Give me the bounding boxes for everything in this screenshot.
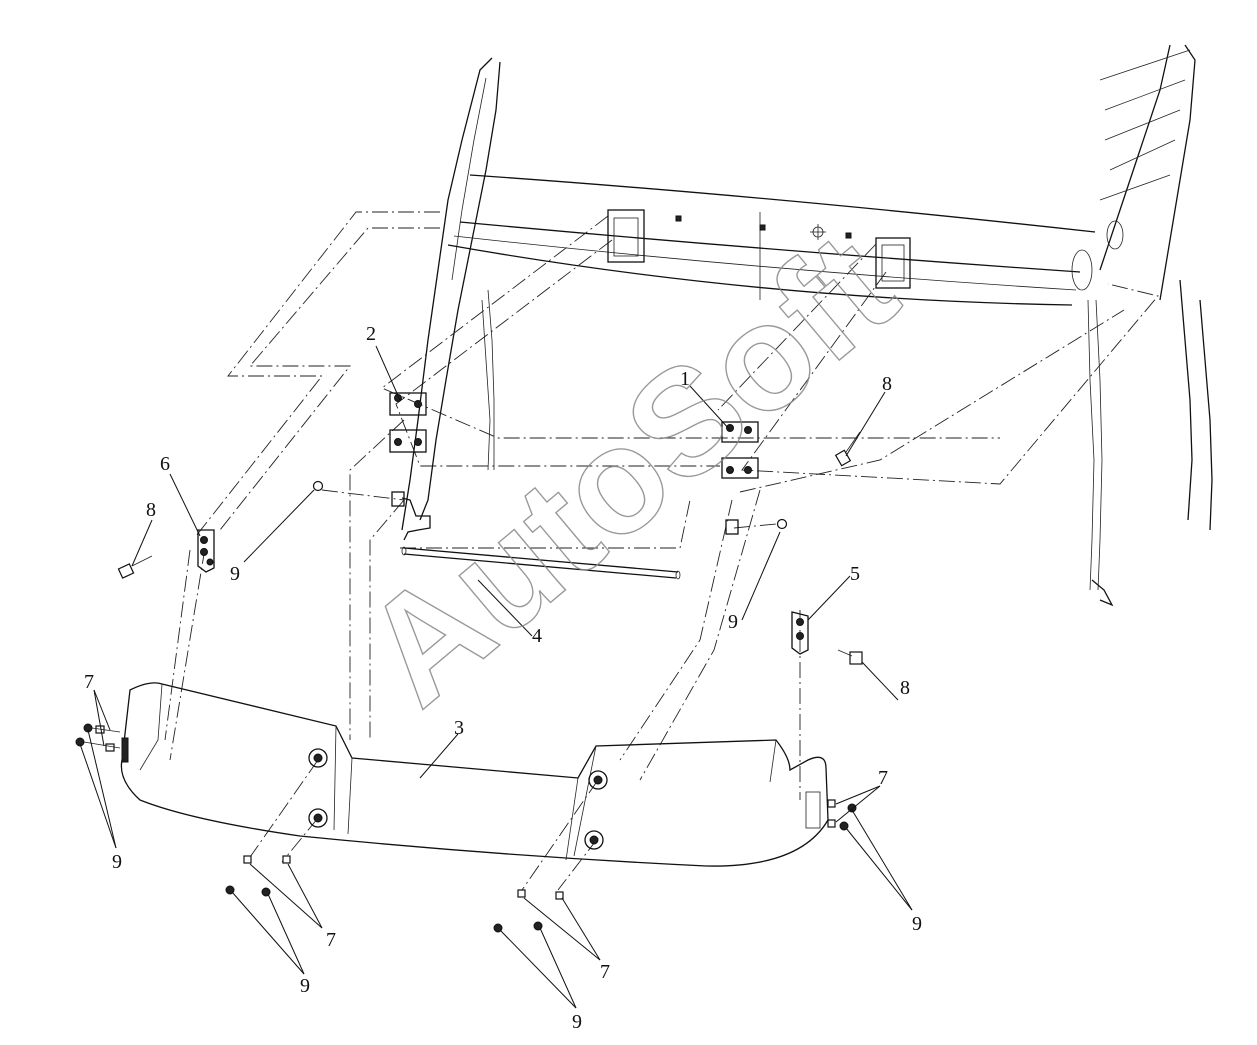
callout-7-bottom-mid: 7 xyxy=(600,961,610,983)
callout-8-right: 8 xyxy=(900,677,910,699)
callout-5: 5 xyxy=(850,563,860,585)
callout-1: 1 xyxy=(680,368,690,390)
autosoft-watermark: AutoSoft xyxy=(333,201,926,737)
callout-2: 2 xyxy=(366,323,376,345)
callout-labels: 1 2 3 4 5 6 7 7 7 7 8 8 8 9 9 9 9 9 9 xyxy=(84,323,922,1033)
callout-9-right-end: 9 xyxy=(912,913,922,935)
callout-9-bracket-left: 9 xyxy=(230,563,240,585)
callout-9-bottom-mid: 9 xyxy=(572,1011,582,1033)
callout-6: 6 xyxy=(160,453,170,475)
callout-4: 4 xyxy=(532,625,542,647)
side-bracket-6 xyxy=(197,529,215,573)
callout-7-left: 7 xyxy=(84,671,94,693)
sun-visor-panel-3 xyxy=(120,682,829,867)
callout-8-left: 8 xyxy=(146,499,156,521)
callout-9-left-end: 9 xyxy=(112,851,122,873)
callout-3: 3 xyxy=(454,717,464,739)
callout-9-bracket-right: 9 xyxy=(728,611,738,633)
cab-frame xyxy=(401,44,1213,607)
bracket-1 xyxy=(721,421,759,535)
callout-9-bottom-left: 9 xyxy=(300,975,310,997)
callout-7-bottom-left: 7 xyxy=(326,929,336,951)
callout-8-top: 8 xyxy=(882,373,892,395)
support-rod-4 xyxy=(401,546,681,580)
assembly-lines xyxy=(164,211,1159,891)
leader-lines xyxy=(79,345,913,1009)
side-bracket-5 xyxy=(791,611,809,655)
callout-7-right: 7 xyxy=(878,767,888,789)
